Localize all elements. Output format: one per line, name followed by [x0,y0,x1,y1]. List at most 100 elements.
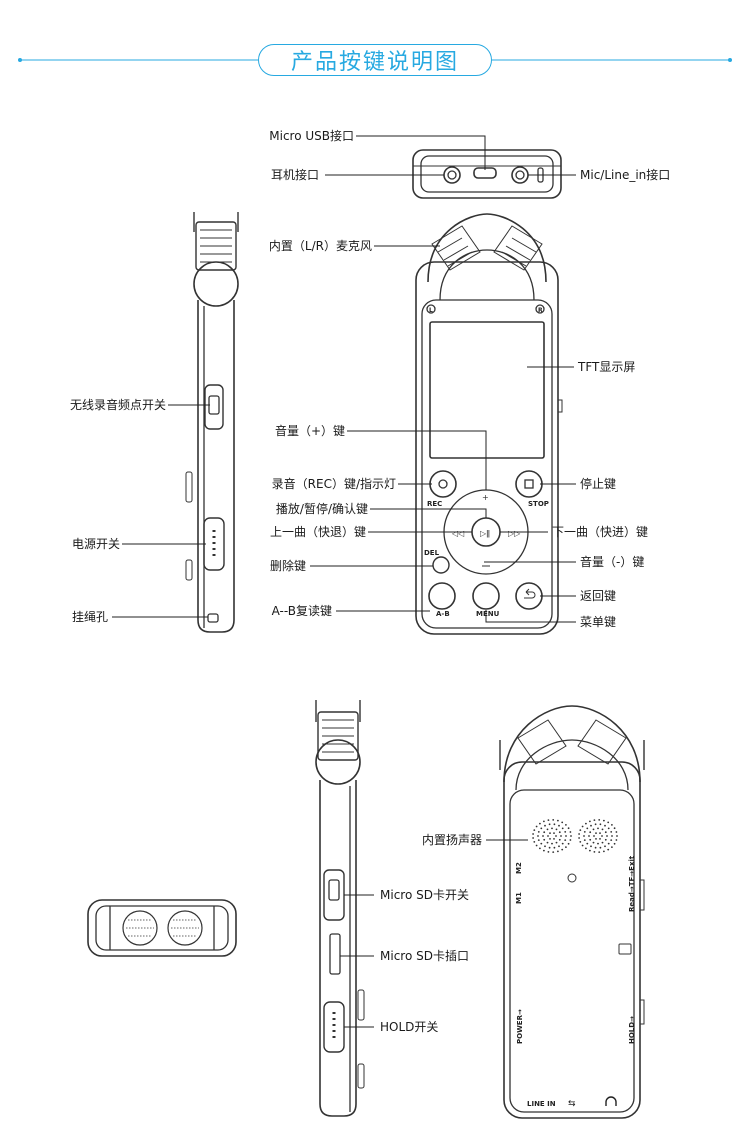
earphone-jack [443,166,461,184]
m2-text: M2 [515,862,523,874]
speaker-hole [607,821,610,824]
speaker-hole [594,846,597,849]
speaker-hole [606,835,608,837]
l-text: L [429,307,433,314]
speaker-hole [604,845,606,848]
speaker-grille [532,819,618,853]
left-channel-mark [426,304,436,314]
speaker-hole [555,835,557,837]
speaker-hole [564,839,567,841]
speaker-hole [544,824,546,827]
speaker-hole [586,827,589,830]
speaker-hole [611,846,613,848]
speaker-hole [594,823,597,826]
mic-jack [511,166,529,184]
speaker-hole [537,831,540,833]
speaker-hole [601,835,603,837]
speaker-hole [604,824,606,827]
speaker-hole [598,851,601,853]
wireless-switch [204,384,224,430]
speaker-hole [551,842,553,845]
label-back-key: 返回键 [580,589,617,603]
sd-switch [323,869,345,921]
prev-icon: ◁◁ [451,529,464,538]
speaker-hole [543,849,545,852]
speaker-hole [569,831,572,833]
speaker-hole [535,825,538,828]
speaker-hole [616,835,618,837]
speaker-hole [548,846,551,849]
speaker-hole [610,831,613,833]
speaker-hole [539,847,541,850]
speaker-hole [549,838,551,840]
speaker-hole [589,849,591,852]
speaker-hole [595,832,597,834]
speaker-hole [604,831,607,834]
label-vol-down: 音量（-）键 [580,555,645,569]
speaker-hole [579,829,582,831]
speaker-hole [610,839,613,841]
speaker-hole [592,828,595,831]
speaker-hole [558,845,560,848]
speaker-hole [581,844,584,847]
speaker-hole [583,835,585,837]
speaker-hole [533,829,536,831]
rec-text: REC [427,500,442,508]
left-mic-capsule [431,225,481,271]
sd-slot [329,933,341,975]
speaker-hole [564,831,567,833]
delete-button [432,556,450,574]
speaker-hole [540,842,543,845]
speaker-hole [565,835,567,837]
speaker-hole [558,831,561,834]
front-view: ▷ǁ ◁◁ ▷▷ + [415,213,563,635]
stop-text: STOP [528,500,549,508]
speaker-hole [546,828,549,831]
stop-button [515,470,543,498]
speaker-hole [595,838,597,840]
label-sd-slot: Micro SD卡插口 [380,949,469,963]
speaker-hole [561,821,564,824]
speaker-hole [588,835,590,837]
ab-button [428,582,456,610]
speaker-hole [532,833,534,835]
speaker-hole [597,827,599,830]
menu-text: MENU [476,610,500,618]
speaker-hole [555,828,558,831]
speaker-hole [557,819,559,822]
leader-lines [112,135,576,1028]
speaker-hole [549,832,551,834]
hold-text: HOLD→ [628,1016,636,1044]
speaker-hole [557,850,559,853]
speaker-hole [544,845,546,848]
svg-text:▷ǁ: ▷ǁ [480,529,490,538]
speaker-hole [548,823,551,826]
speaker-hole [599,832,601,834]
label-stop-key: 停止键 [580,477,617,491]
speaker-hole [611,824,613,826]
speaker-hole [539,822,541,825]
speaker-hole [552,851,555,853]
speaker-hole [589,820,591,823]
speaker-hole [615,831,618,833]
lanyard-hole [207,613,219,623]
speaker-hole [561,842,564,845]
label-menu-key: 菜单键 [580,615,617,629]
vol-up-icon: + [482,493,489,502]
speaker-hole [599,823,602,826]
speaker-hole [585,822,587,825]
speaker-hole [578,837,580,839]
speaker-hole [607,842,610,845]
speaker-hole [597,842,599,845]
label-wireless-switch: 无线录音频点开关 [69,398,166,412]
speaker-hole [553,832,555,834]
speaker-hole [581,825,584,828]
speaker-hole [613,842,616,845]
top-view [412,149,562,199]
speaker-hole [565,846,567,848]
right-channel-mark [535,304,545,314]
speaker-hole [546,841,549,844]
m1-text: M1 [515,892,523,904]
